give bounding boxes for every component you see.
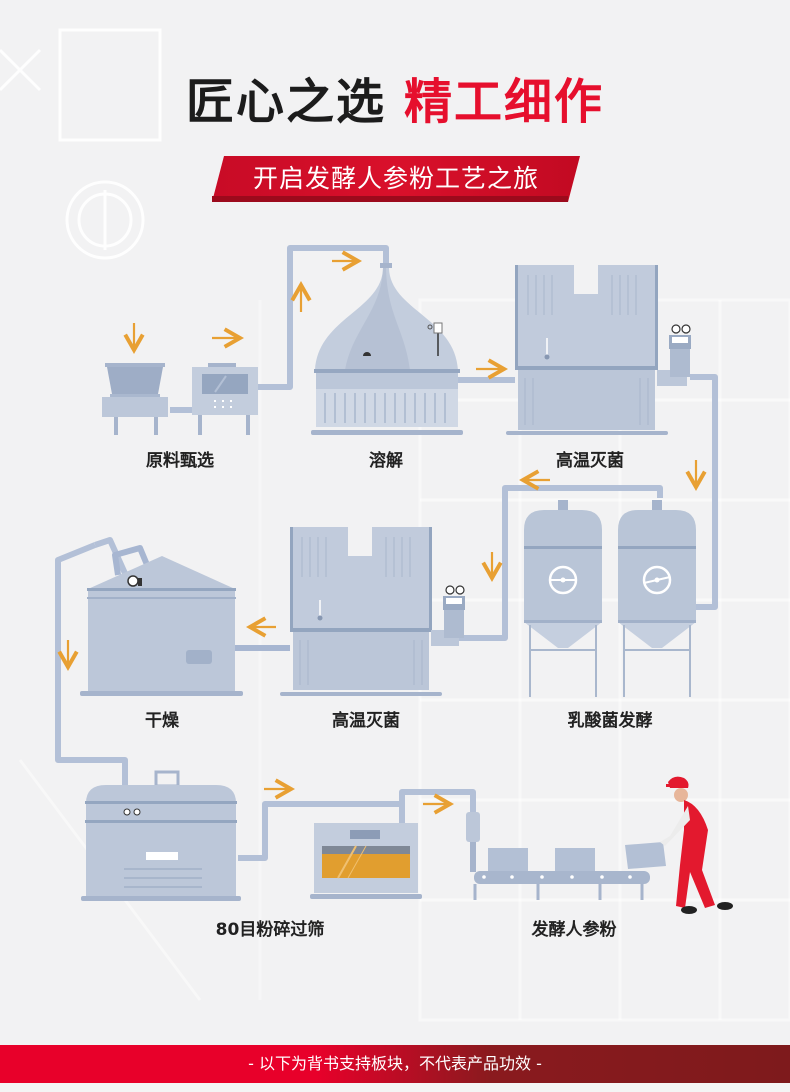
worker-illustration <box>660 776 733 914</box>
step-label-grinding-sieving: 80目粉碎过筛 <box>215 920 325 940</box>
page-title: 匠心之选精工细作 <box>0 62 790 132</box>
drying-tank-icon <box>80 545 290 696</box>
sieve-machine-icon <box>310 823 422 899</box>
step-label-sterilization-1: 高温灭菌 <box>556 451 624 471</box>
step-label-lactobacillus-fermentation: 乳酸菌发酵 <box>567 711 653 731</box>
step-label-sterilization-2: 高温灭菌 <box>332 711 400 731</box>
step-label-raw-material-selection: 原料甄选 <box>146 451 214 471</box>
flow-arrows <box>57 250 707 815</box>
step-label-drying: 干燥 <box>145 711 179 731</box>
pipes <box>55 245 718 861</box>
footer-bottom-strip <box>0 1083 790 1092</box>
fermentation-tank-icon <box>618 500 696 697</box>
subtitle-ribbon <box>212 156 580 202</box>
title-right: 精工细作 <box>404 74 605 130</box>
step-label-fermented-ginseng-powder: 发酵人参粉 <box>531 920 617 940</box>
sterilizer-tank-icon <box>506 265 691 435</box>
footer-banner <box>0 1045 790 1083</box>
packing-conveyor-icon <box>466 812 666 900</box>
dissolving-kettle-icon <box>311 263 463 435</box>
step-label-dissolving: 溶解 <box>369 451 403 471</box>
grinder-tank-icon <box>81 770 241 901</box>
title-left: 匠心之选 <box>185 74 386 130</box>
sorter-machine-icon <box>192 363 258 435</box>
hopper-machine-icon <box>102 363 168 435</box>
footer-note: - 以下为背书支持板块，不代表产品功效 - <box>248 1054 542 1073</box>
subtitle: 开启发酵人参粉工艺之旅 <box>252 164 539 193</box>
fermentation-tank-icon <box>524 500 602 697</box>
sterilizer-tank-icon <box>280 527 465 696</box>
